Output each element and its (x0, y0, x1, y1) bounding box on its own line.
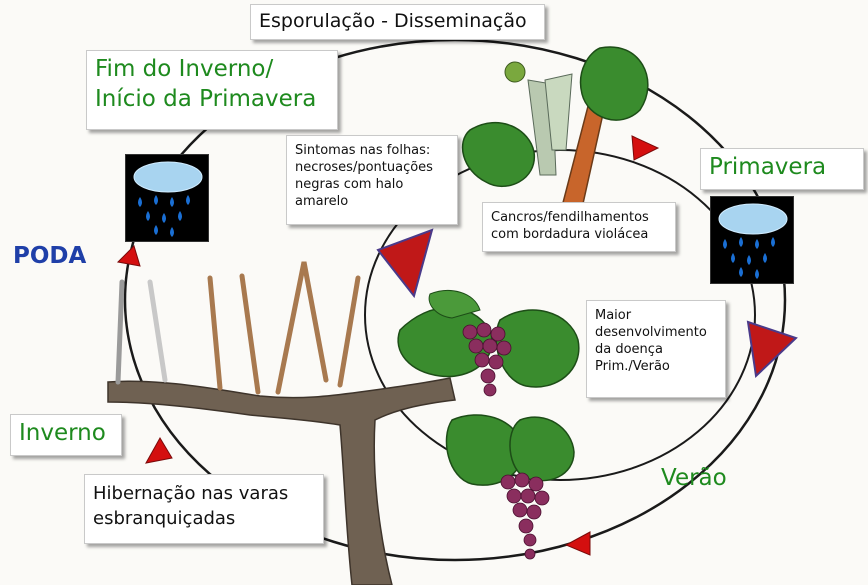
grape-cluster-upper (462, 322, 512, 397)
diagram-title: Esporulação - Disseminação (250, 4, 545, 40)
big-arrows (376, 228, 798, 379)
note-cancros: Cancros/fendilhamentos com bordadura vio… (482, 202, 676, 252)
label-inverno: Inverno (10, 414, 122, 456)
arrow-inverno (145, 437, 173, 464)
rain-cloud-icon (710, 196, 794, 284)
spring-vine (461, 46, 649, 227)
pruned-canes (115, 261, 361, 395)
rain-cloud-icon (125, 154, 209, 242)
label-poda: PODA (13, 243, 87, 269)
note-sintomas: Sintomas nas folhas: necroses/pontuações… (286, 135, 458, 225)
note-hibernacao: Hibernação nas varas esbranquiçadas (84, 474, 324, 544)
big-arrow-left (376, 228, 434, 299)
vine-trunk (107, 377, 456, 585)
note-maior-desenvolvimento: Maior desenvolvimento da doença Prim./Ve… (586, 300, 726, 398)
arrow-left-up (116, 245, 141, 267)
label-verao: Verão (661, 465, 727, 491)
big-arrow-right (746, 320, 798, 379)
label-fim-inverno: Fim do Inverno/ Início da Primavera (86, 50, 338, 130)
arrow-bottom (564, 531, 591, 556)
arrow-top-right (631, 135, 660, 161)
cycle-arrows (116, 135, 660, 556)
label-primavera: Primavera (700, 148, 864, 190)
summer-vine (397, 290, 580, 560)
grape-cluster-lower (500, 472, 550, 560)
cycle-outer-ring (123, 38, 787, 562)
